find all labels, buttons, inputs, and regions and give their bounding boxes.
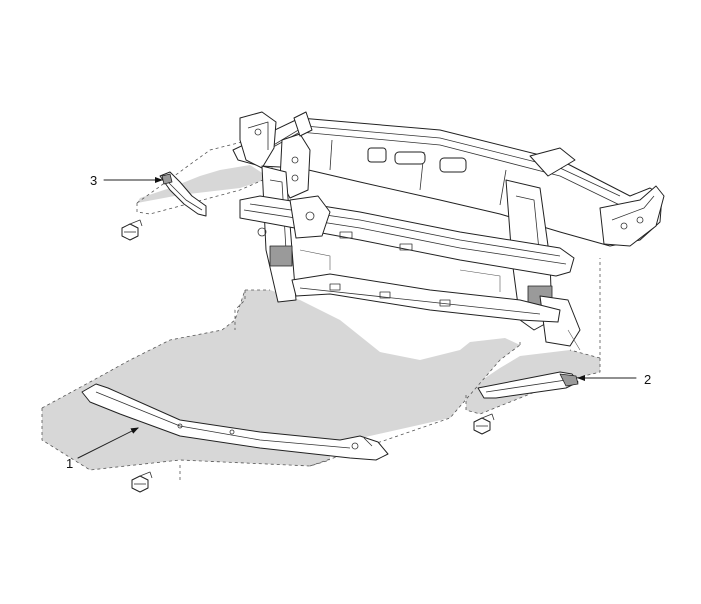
callout-1: 1 — [66, 456, 73, 471]
bolt-part-3 — [121, 219, 143, 241]
part-3-upper-bracket — [159, 171, 207, 217]
leader-lines — [77, 177, 637, 459]
carrier-assembly — [232, 111, 665, 351]
callout-labels: 1 2 3 — [66, 173, 651, 471]
part-2-side-bracket — [477, 371, 579, 399]
callout-3: 3 — [90, 173, 97, 188]
callout-2: 2 — [644, 372, 651, 387]
part-1-lower-stiffener — [81, 383, 389, 461]
bolt-part-2 — [473, 413, 495, 435]
leader-line-1 — [77, 427, 139, 459]
bolt-part-1 — [131, 471, 153, 493]
floor-dashed-outlines — [41, 139, 601, 480]
